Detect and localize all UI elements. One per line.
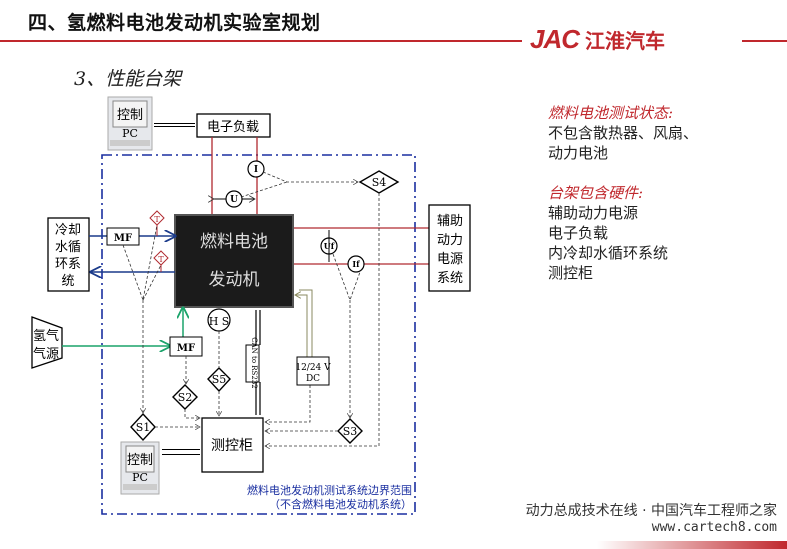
logo-text-cn: 江淮汽车 bbox=[585, 29, 666, 53]
can-label: CAN to RS232 bbox=[250, 337, 258, 388]
hardware-item: 内冷却水循环系统 bbox=[548, 244, 669, 262]
hardware-heading: 台架包含硬件: bbox=[548, 184, 644, 202]
hydrogen-source bbox=[31, 316, 63, 369]
current-sensor bbox=[247, 160, 265, 178]
aux-label: 电源 bbox=[437, 252, 463, 267]
watermark-text: 动力总成技术在线 · 中国汽车工程师之家 bbox=[525, 503, 777, 519]
svg-text:If: If bbox=[352, 259, 360, 269]
fuel-cell-engine bbox=[174, 214, 294, 308]
aux-label: 动力 bbox=[437, 233, 463, 248]
watermark: 动力总成技术在线 · 中国汽车工程师之家 www.cartech8.com bbox=[526, 500, 777, 535]
s5-label: S5 bbox=[212, 373, 227, 386]
conditions-heading: 燃料电池测试状态: bbox=[548, 104, 674, 122]
jac-logo: JAC 江淮汽车 bbox=[530, 24, 665, 55]
bench-hardware: 台架包含硬件: 辅助动力电源 电子负载 内冷却水循环系统 测控柜 bbox=[548, 183, 668, 283]
control-pc-top: 控制 PC bbox=[107, 96, 153, 151]
footer-accent bbox=[597, 541, 787, 549]
hardware-item: 电子负载 bbox=[548, 224, 609, 242]
fuel-cell-label: 燃料电池 bbox=[200, 232, 268, 252]
section-subtitle: 3、性能台架 bbox=[74, 68, 182, 90]
cooling-label: 环系 bbox=[55, 257, 81, 272]
s2-label: S2 bbox=[178, 391, 193, 404]
watermark-url: www.cartech8.com bbox=[651, 520, 777, 535]
fuel-cell-label: 发动机 bbox=[209, 270, 260, 290]
s3-label: S3 bbox=[343, 425, 358, 438]
temp-sensor-icon: T bbox=[153, 250, 169, 272]
logo-text-en: JAC bbox=[530, 24, 580, 54]
controller-cabinet bbox=[201, 417, 264, 473]
dc-label: 12/24 V bbox=[295, 363, 331, 373]
conditions-item: 动力电池 bbox=[548, 144, 609, 162]
svg-text:T: T bbox=[158, 255, 164, 264]
h2-label: 氢气 bbox=[33, 328, 59, 344]
dc-supply-box bbox=[296, 356, 330, 386]
test-conditions: 燃料电池测试状态: 不包含散热器、风扇、 动力电池 bbox=[548, 103, 698, 163]
mf-label: MF bbox=[177, 343, 195, 354]
svg-text:H S: H S bbox=[209, 315, 230, 328]
controller-label: 测控柜 bbox=[211, 438, 253, 454]
cooling-label: 统 bbox=[61, 274, 74, 289]
pc-label: 控制 bbox=[127, 453, 153, 468]
hardware-item: 辅助动力电源 bbox=[548, 204, 639, 222]
temp-sensor-icon: T bbox=[149, 210, 165, 236]
pc-label: PC bbox=[132, 471, 148, 484]
h2-label: 气源 bbox=[33, 346, 59, 362]
boundary-note: （不含燃料电池发动机系统） bbox=[269, 497, 412, 511]
control-pc-bottom: 控制 PC bbox=[120, 441, 160, 495]
electronic-load-box bbox=[196, 113, 271, 138]
aux-label: 辅助 bbox=[437, 214, 463, 229]
dc-label: DC bbox=[306, 374, 320, 384]
can-converter-box bbox=[245, 344, 260, 383]
system-boundary bbox=[101, 154, 416, 515]
svg-text:I: I bbox=[254, 165, 258, 175]
conditions-item: 不包含散热器、风扇、 bbox=[548, 124, 699, 142]
mf-label: MF bbox=[114, 233, 132, 244]
electronic-load-label: 电子负载 bbox=[207, 120, 259, 135]
svg-text:T: T bbox=[154, 215, 160, 224]
s1-label: S1 bbox=[136, 421, 151, 434]
header-divider bbox=[0, 40, 522, 42]
aux-label: 系统 bbox=[437, 271, 463, 286]
cooling-label: 冷却 bbox=[55, 223, 81, 238]
svg-text:U: U bbox=[230, 195, 238, 205]
signal-lines bbox=[122, 171, 380, 446]
pc-label: PC bbox=[122, 127, 138, 140]
s4-label: S4 bbox=[372, 176, 387, 189]
boundary-label: 燃料电池发动机测试系统边界范围 bbox=[247, 483, 412, 497]
hardware-item: 测控柜 bbox=[548, 264, 594, 282]
can-bus-link bbox=[255, 310, 261, 415]
header-divider-right bbox=[742, 40, 787, 42]
pc-label: 控制 bbox=[117, 108, 143, 123]
page-title: 四、氢燃料电池发动机实验室规划 bbox=[28, 12, 321, 34]
aux-current-sensor bbox=[347, 255, 365, 273]
cooling-system-box bbox=[47, 217, 90, 292]
cooling-label: 水循 bbox=[55, 240, 81, 255]
aux-power-box bbox=[428, 204, 471, 292]
